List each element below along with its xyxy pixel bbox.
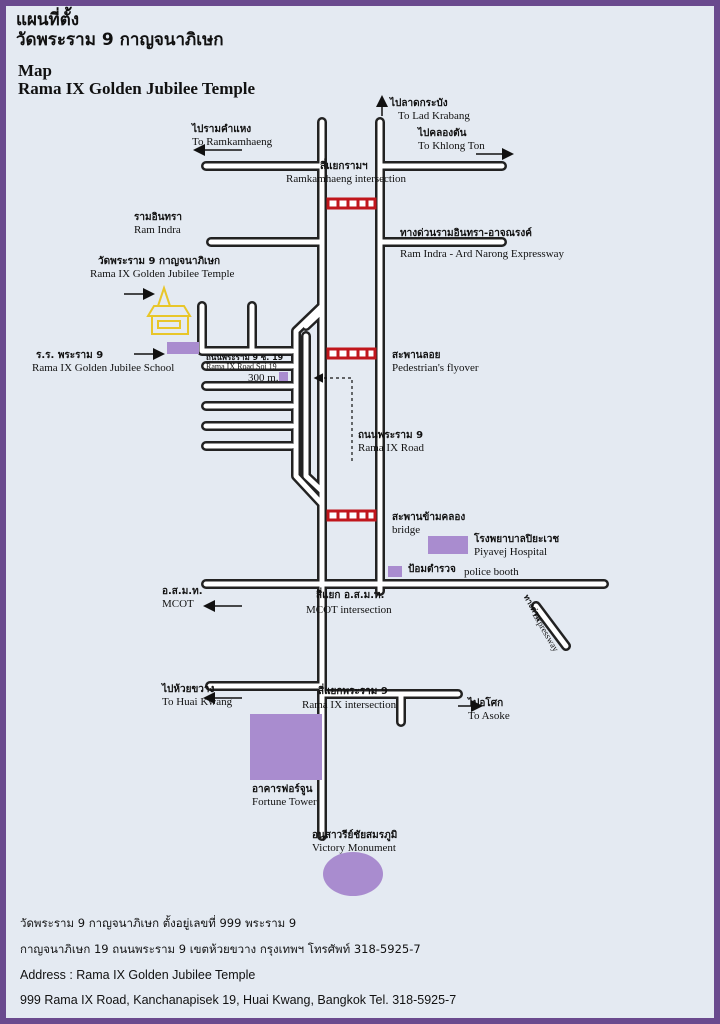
bridge-canal: [326, 509, 377, 522]
soi-marker: [279, 372, 288, 381]
address-english-2: 999 Rama IX Road, Kanchanapisek 19, Huai…: [20, 993, 457, 1007]
label-rama9-road-en: Rama IX Road: [358, 442, 424, 454]
roads: [197, 117, 609, 841]
label-mcot-int-en: MCOT intersection: [306, 604, 392, 616]
address-english-1: Address : Rama IX Golden Jubilee Temple: [20, 968, 256, 982]
label-expressway-en: Ram Indra - Ard Narong Expressway: [400, 248, 565, 260]
hospital-marker: [428, 536, 468, 554]
label-expressway-th: ทางด่วนรามอินทรา-อาจณรงค์: [400, 228, 532, 239]
label-flyover-th: สะพานลอย: [392, 350, 441, 361]
label-rama9-int-en: Rama IX intersection: [302, 699, 397, 711]
school-marker: [167, 342, 199, 354]
label-mcot-int-th: สี่แยก อ.ส.ม.ท.: [316, 590, 385, 601]
label-temple-en: Rama IX Golden Jubilee Temple: [90, 268, 235, 280]
label-huai-kwang-th: ไปห้วยขวาง: [162, 684, 215, 695]
address-thai-2: กาญจนาภิเษก 19 ถนนพระราม 9 เขตห้วยขวาง ก…: [20, 942, 421, 956]
label-temple-th: วัดพระราม 9 กาญจนาภิเษก: [98, 256, 221, 267]
label-ramkamhaeng-int-en: Ramkamhaeng intersection: [286, 173, 407, 185]
label-school-th: ร.ร. พระราม 9: [36, 350, 104, 361]
label-lad-krabang-th: ไปลาดกระบัง: [390, 98, 448, 109]
label-ramkamhaeng-int-th: สี่แยกรามฯ: [320, 161, 368, 172]
temple-icon: [146, 284, 192, 335]
landmarks: [167, 342, 468, 896]
label-asoke-en: To Asoke: [468, 710, 510, 722]
label-khlong-ton-en: To Khlong Ton: [418, 140, 485, 152]
label-rama9-int-th: สี่แยกพระราม 9: [318, 686, 388, 697]
label-ram-indra-th: รามอินทรา: [134, 212, 182, 223]
title-map: Map: [18, 61, 52, 80]
title-thai-2: วัดพระราม 9 กาญจนาภิเษก: [16, 30, 224, 50]
label-ramkamhaeng-en: To Ramkamhaeng: [192, 136, 273, 148]
bridges: [326, 197, 377, 522]
label-lad-krabang-en: To Lad Krabang: [398, 110, 470, 122]
label-huai-kwang-en: To Huai Kwang: [162, 696, 233, 708]
label-mcot-th: อ.ส.ม.ท.: [162, 586, 203, 597]
label-fortune-th: อาคารฟอร์จูน: [252, 784, 313, 795]
label-bridge-th: สะพานข้ามคลอง: [392, 512, 466, 523]
victory-monument-marker: [323, 852, 383, 896]
label-khlong-ton-th: ไปคลองตัน: [418, 128, 467, 139]
label-soi-en: Rama IX Road Soi 19: [206, 362, 277, 371]
title-temple: Rama IX Golden Jubilee Temple: [18, 79, 256, 98]
arrows: [124, 95, 514, 712]
label-fortune-en: Fortune Tower: [252, 796, 317, 808]
title-thai-1: แผนที่ตั้ง: [16, 10, 80, 30]
bridge-ramkamhaeng: [326, 197, 377, 210]
fortune-tower-marker: [250, 714, 322, 780]
label-asoke-th: ไปอโศก: [468, 698, 504, 709]
label-ramkamhaeng-th: ไปรามคำแหง: [192, 124, 252, 135]
label-victory-en: Victory Monument: [312, 842, 396, 854]
label-soi-th: ถนนพระราม 9 ซ. 19: [206, 353, 284, 362]
map-page: แผนที่ตั้ง วัดพระราม 9 กาญจนาภิเษก Map R…: [6, 6, 714, 1018]
label-distance: 300 m.: [248, 372, 279, 384]
label-police-en: police booth: [464, 566, 519, 578]
label-mcot-en: MCOT: [162, 598, 194, 610]
label-ram-indra-en: Ram Indra: [134, 224, 181, 236]
police-booth-marker: [388, 566, 402, 577]
label-rama9-road-th: ถนนพระราม 9: [358, 430, 424, 441]
label-hospital-th: โรงพยาบาลปิยะเวช: [474, 534, 560, 545]
label-hospital-en: Piyavej Hospital: [474, 546, 548, 558]
bridge-flyover: [326, 347, 377, 360]
label-flyover-en: Pedestrian's flyover: [392, 362, 479, 374]
road-map: [124, 95, 609, 896]
label-bridge-en: bridge: [392, 524, 421, 536]
label-school-en: Rama IX Golden Jubilee School: [32, 362, 175, 374]
label-police-th: ป้อมตำรวจ: [408, 564, 456, 575]
address-thai-1: วัดพระราม 9 กาญจนาภิเษก ตั้งอยู่เลขที่ 9…: [20, 916, 297, 930]
label-victory-th: อนุสาวรีย์ชัยสมรภูมิ: [312, 830, 398, 841]
